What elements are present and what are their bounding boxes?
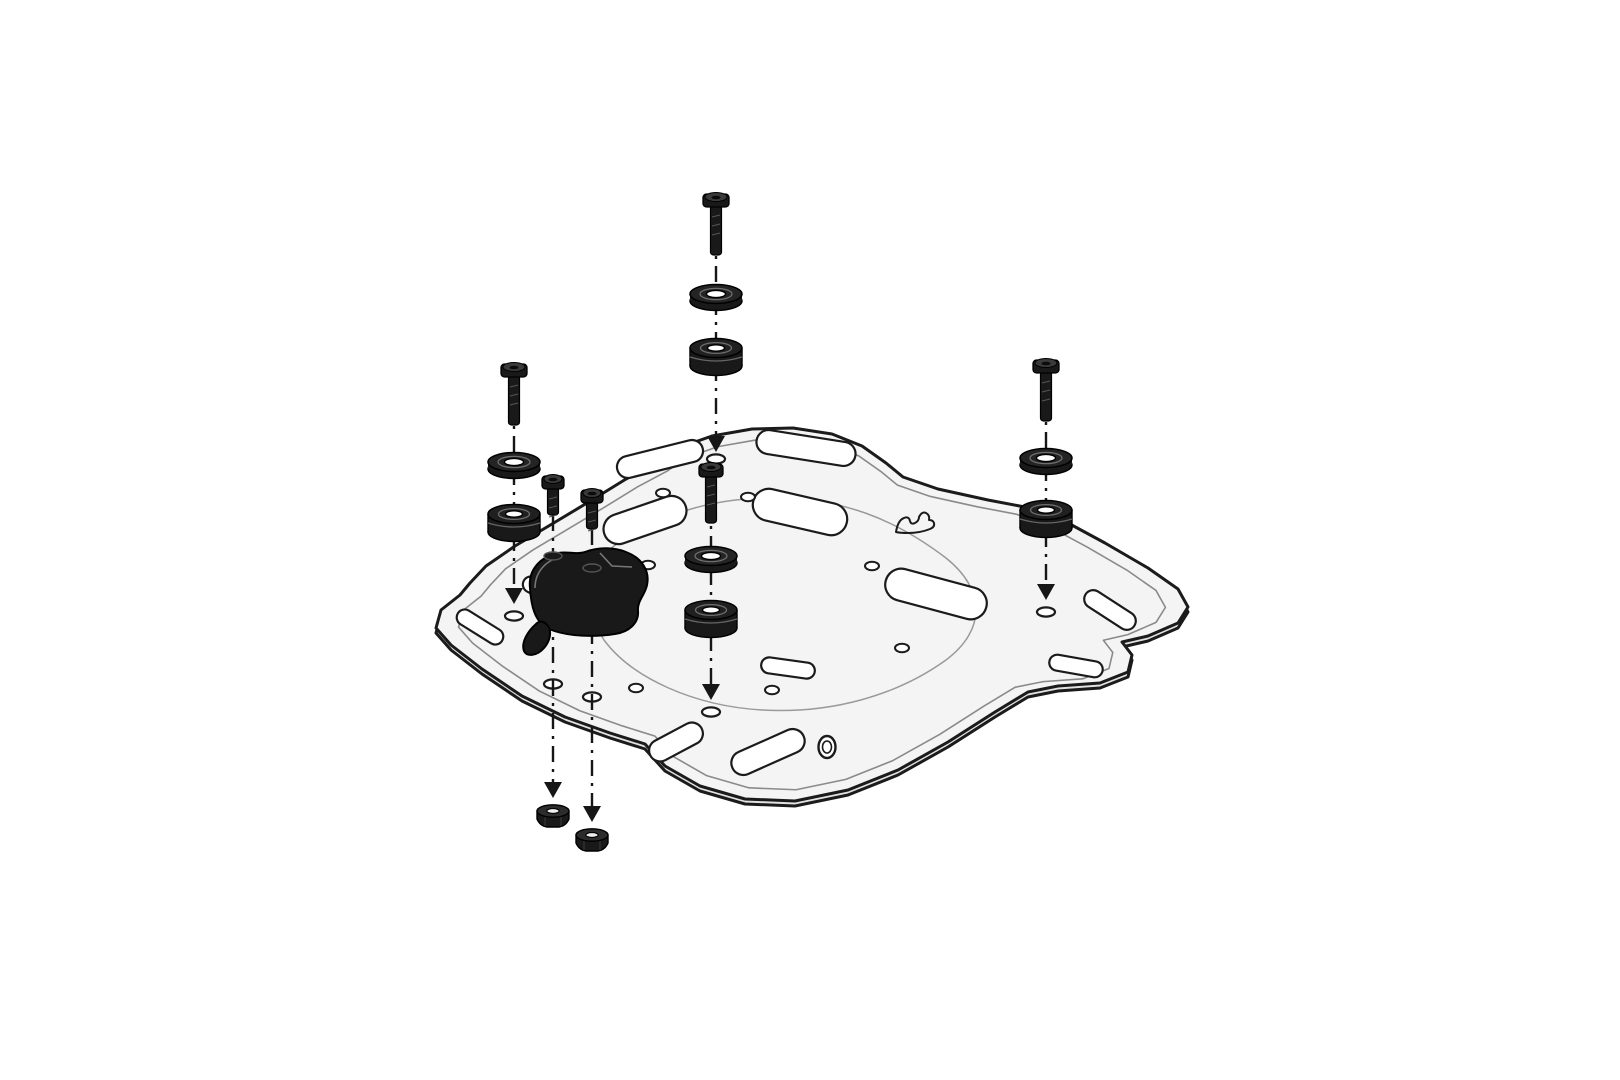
washer: [487, 451, 541, 480]
direction-arrow-icon: [707, 436, 725, 452]
plate-slot-cutout: [602, 494, 688, 546]
small-hole: [740, 491, 756, 503]
adapter-contour-line: [599, 552, 633, 568]
direction-arrow-icon: [544, 782, 562, 798]
small-hole: [628, 682, 644, 694]
screw-boss: [543, 551, 563, 561]
plate-slot-cutout: [884, 567, 988, 621]
plate-slot-cutout: [760, 656, 816, 680]
washer: [689, 283, 743, 312]
button-head-screw: [541, 474, 565, 518]
plate-slot-cutout: [751, 487, 849, 537]
rubber-spacer: [487, 503, 541, 543]
small-hole: [864, 560, 880, 572]
plate-slot-cutout: [1048, 653, 1104, 679]
small-hole: [655, 487, 671, 499]
mount-hole: [1035, 606, 1057, 618]
small-hole: [894, 642, 910, 654]
adapter-plate-tab: [522, 620, 552, 656]
rubber-spacer: [684, 599, 738, 639]
adapter-screw-bosses: [543, 551, 602, 573]
direction-arrow-icon: [583, 806, 601, 822]
adapter-plate-assembly: [522, 547, 649, 656]
plate-cutouts-layer: [455, 428, 1137, 777]
washer: [684, 545, 738, 574]
ring-hole-inner: [821, 740, 833, 754]
plate-slot-cutout: [455, 608, 505, 646]
direction-arrow-icon: [702, 684, 720, 700]
flat-socket-screw: [1032, 358, 1060, 422]
flange-nut: [575, 828, 609, 852]
plate-slot-cutout: [755, 428, 857, 468]
rubber-spacer: [1019, 499, 1073, 539]
adapter-plate-body: [528, 547, 649, 637]
direction-arrow-icon: [505, 588, 523, 604]
plate-slot-cutout: [730, 727, 806, 777]
flange-nut: [536, 804, 570, 828]
mount-hole: [700, 706, 722, 718]
hardware-parts-layer: [487, 192, 1073, 852]
screw-boss: [582, 563, 602, 573]
plate-slot-cutout: [648, 721, 704, 763]
rubber-spacer: [689, 337, 743, 377]
flat-socket-screw: [702, 192, 730, 256]
brand-horse-logo-icon: [895, 511, 936, 534]
flat-socket-screw: [698, 462, 724, 524]
small-hole: [764, 684, 780, 696]
plate-slot-cutout: [615, 438, 705, 480]
flat-socket-screw: [500, 362, 528, 426]
washer: [1019, 447, 1073, 476]
ring-hole: [817, 734, 837, 760]
plate-slot-cutout: [1083, 589, 1137, 631]
direction-arrow-icon: [1037, 584, 1055, 600]
mount-hole: [503, 610, 525, 622]
button-head-screw: [580, 488, 604, 532]
